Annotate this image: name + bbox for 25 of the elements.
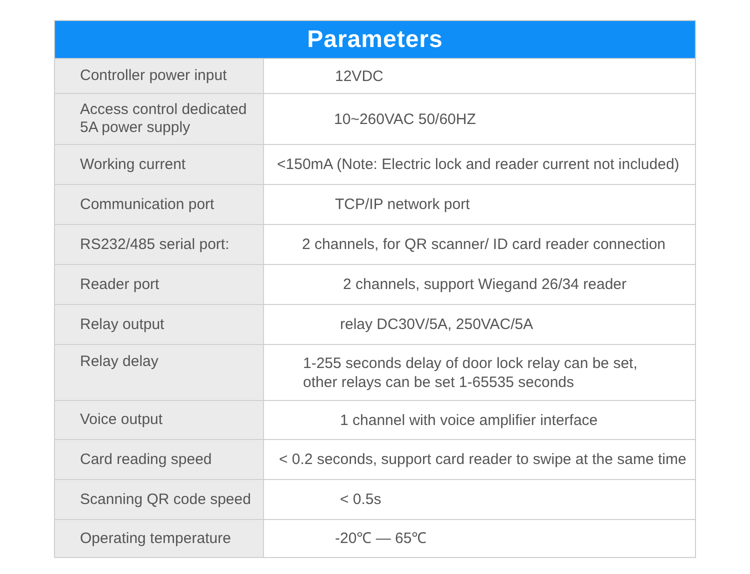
parameter-value: TCP/IP network port: [334, 195, 471, 215]
parameter-value: -20℃ — 65℃: [334, 529, 428, 549]
parameter-value: 10~260VAC 50/60HZ: [333, 110, 477, 130]
parameter-value: 1-255 seconds delay of door lock relay can be set, other relays can be set 1-65535 seconds: [302, 354, 638, 392]
parameter-value: < 0.5s: [339, 490, 382, 510]
table-title: Parameters: [55, 21, 695, 58]
parameter-name: RS232/485 serial port:: [55, 225, 264, 264]
parameter-name: Working current: [55, 145, 264, 184]
parameter-value: 1 channel with voice amplifier interface: [339, 410, 599, 430]
parameter-name: Reader port: [55, 265, 264, 304]
parameter-name: Scanning QR code speed: [55, 480, 264, 519]
parameter-name: Access control dedicated 5A power supply: [55, 94, 264, 144]
parameter-value: < 0.2 seconds, support card reader to swipe at the same time: [278, 450, 688, 470]
parameter-name: Card reading speed: [55, 440, 264, 479]
parameter-name: Communication port: [55, 185, 264, 224]
parameter-name: Controller power input: [55, 59, 264, 93]
parameter-name: Operating temperature: [55, 520, 264, 557]
parameter-value: <150mA (Note: Electric lock and reader current not included): [276, 155, 680, 175]
parameter-value: 2 channels, support Wiegand 26/34 reader: [342, 275, 628, 295]
parameter-value: 12VDC: [334, 66, 384, 86]
parameter-name: Voice output: [55, 401, 264, 439]
parameter-name: Relay delay: [55, 345, 264, 400]
parameter-name: Relay output: [55, 305, 264, 344]
parameter-value: 2 channels, for QR scanner/ ID card reader connection: [301, 235, 667, 255]
parameter-value: relay DC30V/5A, 250VAC/5A: [339, 315, 534, 335]
